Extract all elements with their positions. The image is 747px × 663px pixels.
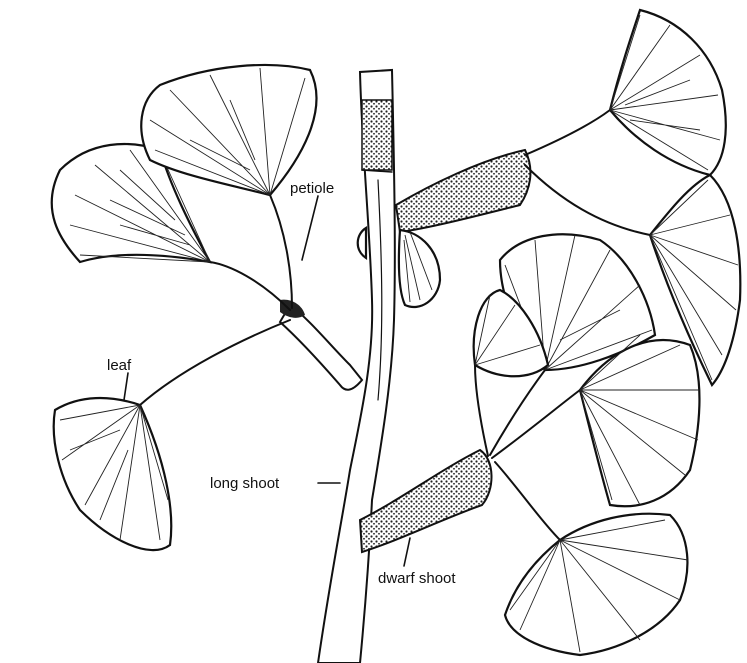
lower-dwarf-shoot (360, 450, 492, 552)
left-dwarf-shoot (280, 300, 362, 390)
label-leaf: leaf (107, 357, 132, 374)
leaf-left-lower (54, 320, 290, 550)
label-long-shoot: long shoot (210, 475, 280, 492)
upper-dwarf-shoot (396, 150, 530, 232)
label-petiole: petiole (290, 180, 334, 197)
leaf-upper-right-top (525, 10, 726, 175)
dwarf-shoot-leader (404, 538, 410, 566)
leaf-leader (124, 373, 128, 400)
label-dwarf-shoot: dwarf shoot (378, 570, 456, 587)
petiole-leader (302, 196, 318, 260)
